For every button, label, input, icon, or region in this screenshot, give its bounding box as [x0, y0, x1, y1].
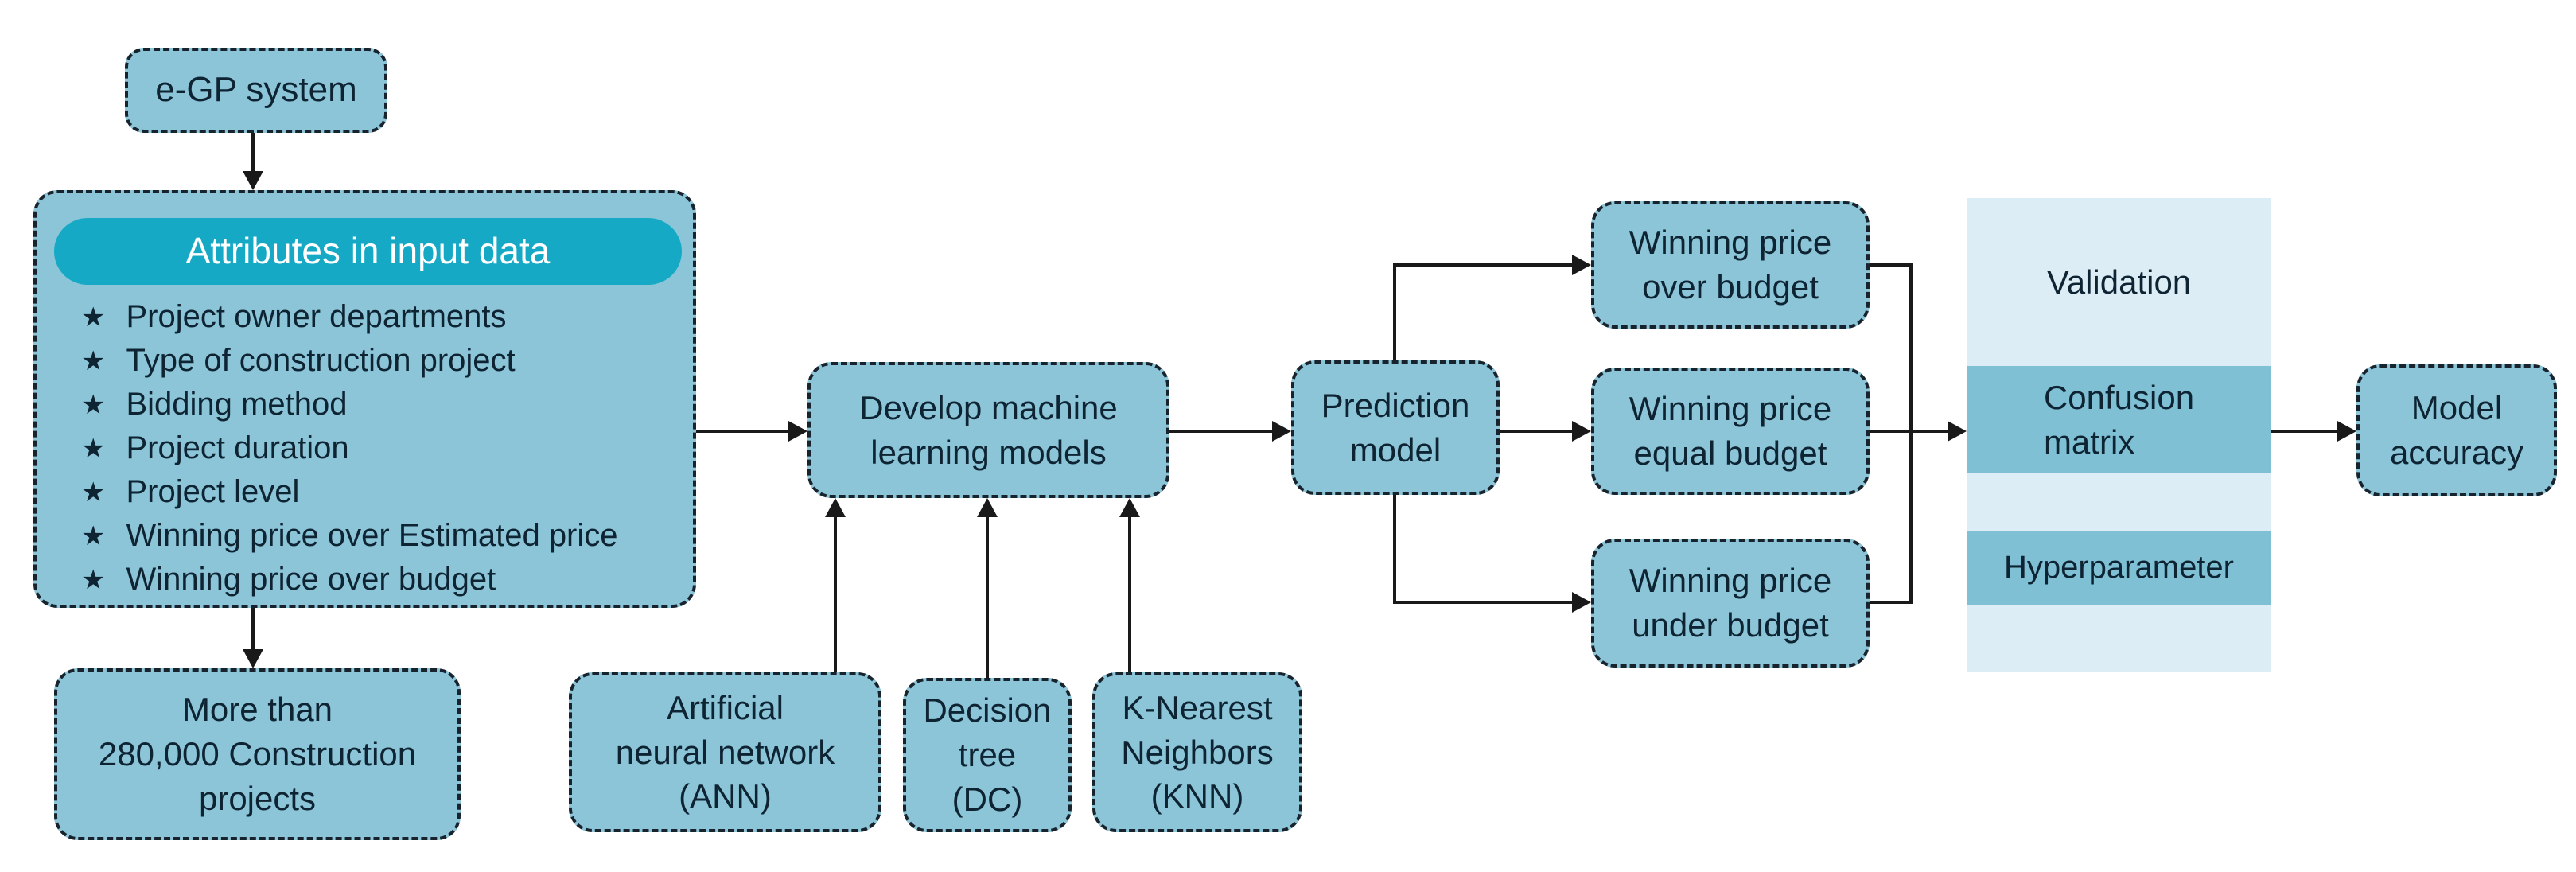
attributes-title-pill: Attributes in input data — [54, 218, 682, 285]
connector-dc-develop — [986, 517, 989, 678]
star-bullet-icon: ★ — [81, 389, 106, 420]
more-projects-label: More than 280,000 Construction projects — [98, 691, 417, 817]
node-prediction-model: Prediction model — [1291, 360, 1500, 495]
node-winning-equal-budget: Winning price equal budget — [1591, 368, 1870, 495]
node-winning-over-budget: Winning price over budget — [1591, 201, 1870, 329]
node-more-projects: More than 280,000 Construction projects — [54, 668, 461, 840]
knn-label: K-Nearest Neighbors (KNN) — [1121, 688, 1274, 816]
model-accuracy-label: Model accuracy — [2389, 389, 2524, 471]
winning-equal-budget-label: Winning price equal budget — [1628, 390, 1832, 472]
egp-system-label: e-GP system — [155, 70, 357, 110]
node-ann: Artificial neural network (ANN) — [569, 672, 881, 832]
attribute-item-label: Winning price over budget — [126, 562, 496, 597]
node-develop-models: Develop machine learning models — [807, 362, 1169, 498]
connector-egp-attributes — [251, 133, 255, 173]
confusion-matrix-label: Confusion matrix — [2043, 378, 2195, 461]
validation-label: Validation — [2046, 263, 2192, 301]
prediction-model-label: Prediction model — [1321, 386, 1470, 469]
arrowhead-knn-develop — [1119, 498, 1140, 517]
winning-under-budget-label: Winning price under budget — [1628, 562, 1832, 644]
connector-merge-vertical — [1909, 263, 1913, 604]
attributes-title: Attributes in input data — [185, 230, 551, 272]
connector-attributes-develop — [696, 430, 790, 433]
arrowhead-egp-attributes — [243, 171, 263, 190]
connector-prediction-under-horizontal — [1393, 601, 1574, 604]
attribute-item-label: Project owner departments — [126, 299, 507, 334]
arrowhead-develop-prediction — [1272, 421, 1291, 442]
arrowhead-attributes-develop — [788, 421, 807, 442]
connector-merge-panel — [1870, 430, 1949, 433]
validation-segment: Validation — [1967, 198, 2271, 366]
hyperparameter-band: Hyperparameter — [1967, 531, 2271, 605]
connector-attributes-more-projects — [251, 608, 255, 651]
arrowhead-prediction-under — [1572, 592, 1591, 613]
star-bullet-icon: ★ — [81, 433, 106, 464]
attribute-item: ★ Winning price over Estimated price — [37, 514, 693, 558]
attribute-item-label: Winning price over Estimated price — [126, 518, 618, 553]
attribute-item: ★ Project level — [37, 470, 693, 514]
arrowhead-dc-develop — [977, 498, 998, 517]
node-model-accuracy: Model accuracy — [2356, 364, 2557, 496]
star-bullet-icon: ★ — [81, 564, 106, 595]
attributes-list: ★ Project owner departments ★ Type of co… — [37, 295, 693, 601]
attribute-item-label: Type of construction project — [126, 343, 516, 378]
connector-ann-develop — [834, 517, 837, 672]
star-bullet-icon: ★ — [81, 477, 106, 508]
validation-panel: Validation Confusion matrix Hyperparamet… — [1967, 198, 2271, 672]
star-bullet-icon: ★ — [81, 345, 106, 376]
ann-label: Artificial neural network (ANN) — [615, 688, 835, 816]
attribute-item: ★ Bidding method — [37, 383, 693, 426]
node-knn: K-Nearest Neighbors (KNN) — [1092, 672, 1302, 832]
arrowhead-ann-develop — [825, 498, 846, 517]
winning-over-budget-label: Winning price over budget — [1628, 224, 1832, 306]
connector-knn-develop — [1128, 517, 1131, 672]
arrowhead-prediction-equal — [1572, 421, 1591, 442]
connector-over-merge — [1870, 263, 1913, 267]
connector-prediction-over-vertical — [1393, 263, 1396, 360]
node-attributes: Attributes in input data ★ Project owner… — [33, 190, 696, 608]
arrowhead-prediction-over — [1572, 255, 1591, 275]
attribute-item: ★ Winning price over budget — [37, 558, 693, 601]
connector-prediction-over-horizontal — [1393, 263, 1574, 267]
connector-prediction-under-vertical — [1393, 495, 1396, 602]
connector-panel-accuracy — [2271, 430, 2339, 433]
arrowhead-merge-panel — [1948, 421, 1967, 442]
attribute-item-label: Bidding method — [126, 387, 348, 422]
attribute-item: ★ Type of construction project — [37, 339, 693, 383]
star-bullet-icon: ★ — [81, 520, 106, 551]
node-dc: Decision tree (DC) — [903, 678, 1072, 832]
connector-prediction-equal — [1500, 430, 1574, 433]
node-egp-system: e-GP system — [125, 48, 387, 133]
attribute-item: ★ Project owner departments — [37, 295, 693, 339]
dc-label: Decision tree (DC) — [923, 691, 1052, 818]
connector-under-merge — [1870, 601, 1913, 604]
attribute-item: ★ Project duration — [37, 426, 693, 470]
arrowhead-attributes-more-projects — [243, 649, 263, 668]
develop-models-label: Develop machine learning models — [859, 388, 1118, 471]
arrowhead-panel-accuracy — [2337, 421, 2356, 442]
connector-develop-prediction — [1169, 430, 1274, 433]
attribute-item-label: Project level — [126, 474, 300, 509]
confusion-matrix-band: Confusion matrix — [1967, 366, 2271, 473]
hyperparameter-label: Hyperparameter — [2003, 549, 2234, 585]
node-winning-under-budget: Winning price under budget — [1591, 539, 1870, 668]
star-bullet-icon: ★ — [81, 302, 106, 333]
attribute-item-label: Project duration — [126, 430, 349, 465]
